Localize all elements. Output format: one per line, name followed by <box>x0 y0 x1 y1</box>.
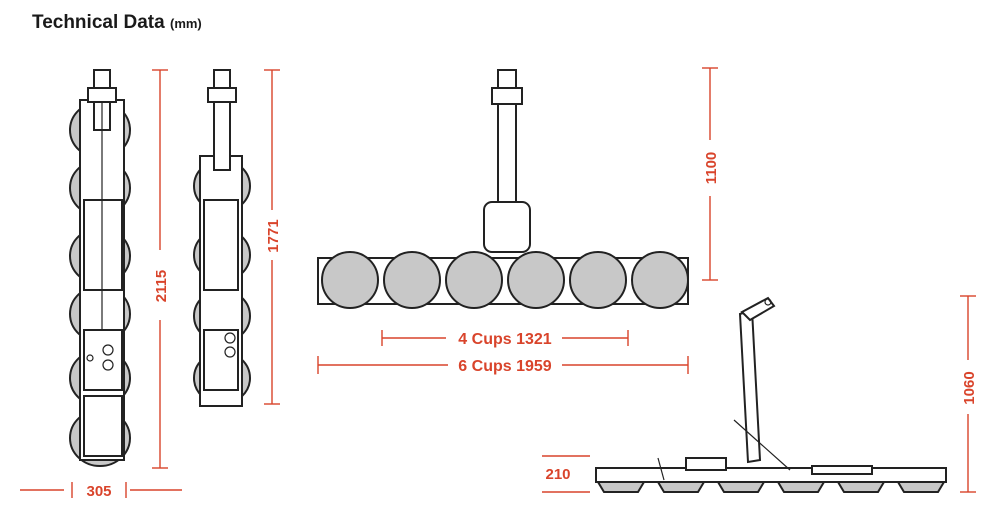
front-width-label: 305 <box>86 483 111 500</box>
tilted-view-plate <box>811 465 873 475</box>
side-view: 1771 <box>193 69 282 407</box>
tilted-view-box <box>685 457 727 471</box>
front-view-clamp <box>87 87 117 103</box>
front-view: 2115 305 <box>20 69 182 500</box>
arm-height-label: 1100 <box>703 152 720 185</box>
side-view-gauge <box>224 332 236 344</box>
tilted-view-pivot <box>764 298 772 306</box>
tilted-height-label: 1060 <box>961 371 978 404</box>
tilted-view-lever <box>657 457 665 481</box>
title-text: Technical Data <box>32 12 165 33</box>
tilted-view: 1060 210 <box>542 295 978 493</box>
front-view-control-box <box>83 329 123 391</box>
title-unit: (mm) <box>169 16 202 31</box>
tilted-view-frame <box>595 467 947 483</box>
side-view-gauge-2 <box>224 346 236 358</box>
cups4-label: 4 Cups 1321 <box>458 331 551 348</box>
top-view: 1100 4 Cups 1321 6 Cups 1959 <box>317 67 720 375</box>
front-view-mechanism <box>83 199 123 291</box>
tilted-view-cups <box>596 481 946 493</box>
side-view-mechanism <box>203 199 239 291</box>
page-title: Technical Data (mm) <box>32 12 202 34</box>
side-view-handle <box>213 69 231 171</box>
tilted-base-label: 210 <box>545 466 570 483</box>
side-height-label: 1771 <box>265 219 282 252</box>
top-view-head <box>483 201 531 253</box>
cups6-label: 6 Cups 1959 <box>458 358 551 375</box>
side-view-clamp <box>207 87 237 103</box>
tilted-view-arm <box>738 308 762 464</box>
front-view-battery <box>83 395 123 457</box>
front-height-label: 2115 <box>153 270 170 303</box>
tilted-view-head <box>740 296 776 322</box>
top-view-cups <box>321 251 689 309</box>
tilted-view-brace <box>733 419 791 471</box>
front-view-knob <box>86 354 94 362</box>
side-view-control-box <box>203 329 239 391</box>
front-view-gauge <box>102 344 114 356</box>
front-view-gauge-2 <box>102 359 114 371</box>
top-view-clamp <box>491 87 523 105</box>
